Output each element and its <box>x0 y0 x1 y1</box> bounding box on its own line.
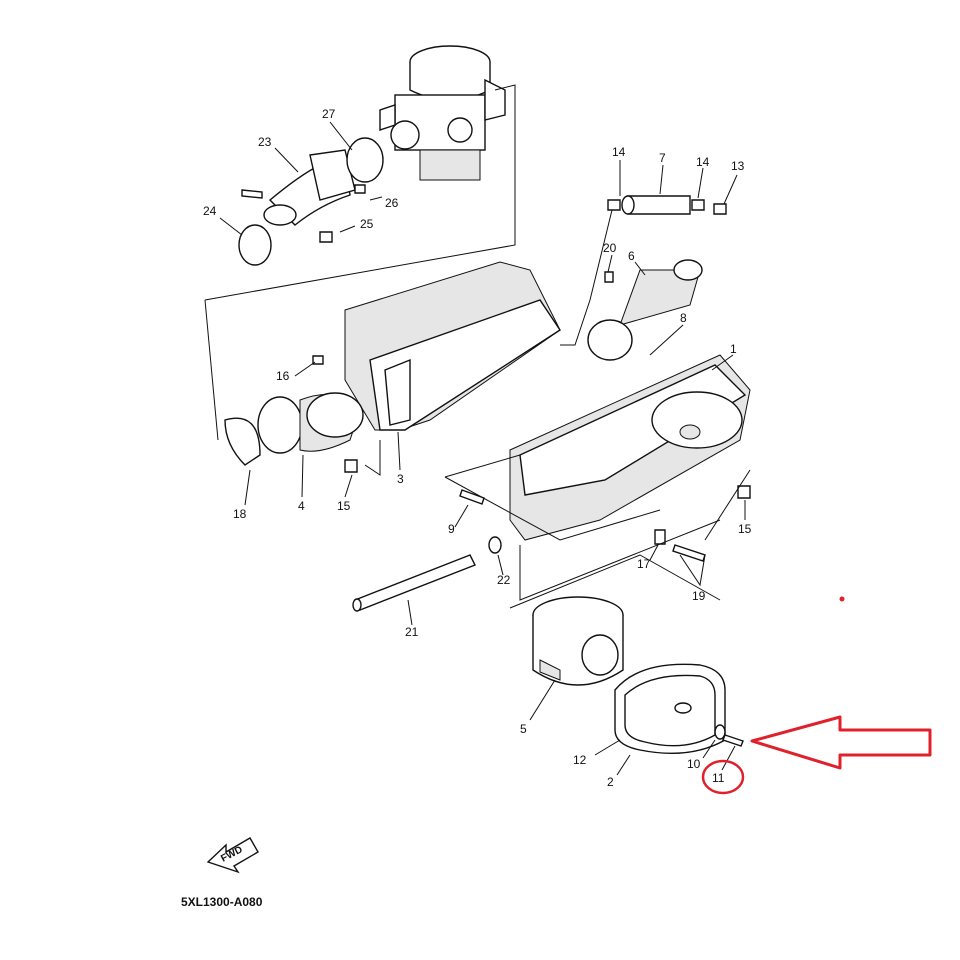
callout-26: 26 <box>385 196 399 210</box>
bolt-20 <box>604 271 614 283</box>
callout-3: 3 <box>397 472 404 486</box>
callout-16: 16 <box>276 369 290 383</box>
callout-23: 23 <box>258 135 272 149</box>
clamp-22 <box>488 536 502 554</box>
callout-21: 21 <box>405 625 419 639</box>
callout-25: 25 <box>360 217 374 231</box>
callout-5: 5 <box>520 722 527 736</box>
bolt-16 <box>312 355 324 365</box>
callout-18: 18 <box>233 507 247 521</box>
clip-14a <box>607 199 621 211</box>
screw-15a <box>344 459 358 473</box>
carburetor <box>379 45 506 181</box>
callout-27: 27 <box>322 107 336 121</box>
filter-element <box>532 596 624 686</box>
washer-10 <box>714 724 726 740</box>
highlight-arrow <box>750 715 932 770</box>
callout-11: 11 <box>712 771 725 785</box>
diagram-code: 5XL1300-A080 <box>181 895 263 909</box>
callout-14a: 14 <box>612 145 626 159</box>
clamp-24 <box>238 224 272 266</box>
callout-22: 22 <box>497 573 511 587</box>
screw-9 <box>459 489 485 505</box>
callout-1: 1 <box>730 342 737 356</box>
screw-15b <box>737 485 751 499</box>
callout-20: 20 <box>603 241 617 255</box>
callout-10: 10 <box>687 757 701 771</box>
clip-13 <box>713 203 727 215</box>
callout-9: 9 <box>448 522 455 536</box>
callout-14b: 14 <box>696 155 710 169</box>
callout-12: 12 <box>573 753 587 767</box>
screw-11 <box>722 734 744 747</box>
filter-cap <box>614 663 726 754</box>
callout-7: 7 <box>659 151 666 165</box>
red-dot <box>839 596 845 602</box>
callout-15b: 15 <box>738 522 752 536</box>
collar-17 <box>654 529 666 545</box>
o-ring-27 <box>346 137 384 183</box>
callout-8: 8 <box>680 311 687 325</box>
callout-4: 4 <box>298 499 305 513</box>
highlight-circle <box>701 759 745 795</box>
frame-left <box>204 299 219 441</box>
intake-joint <box>263 149 356 226</box>
callout-15a: 15 <box>337 499 351 513</box>
callout-6: 6 <box>628 249 635 263</box>
carburetor-frame <box>204 84 516 301</box>
hose-21 <box>354 554 476 611</box>
air-cleaner-cover <box>509 354 751 541</box>
hose-6 <box>587 259 703 361</box>
callout-19: 19 <box>692 589 706 603</box>
screw-clamp <box>241 189 263 199</box>
clip-14b <box>691 199 705 211</box>
bolt-25 <box>319 231 333 243</box>
callout-24: 24 <box>203 204 217 218</box>
air-cleaner-case <box>344 261 561 431</box>
joint-4 <box>257 392 364 454</box>
bolt-26 <box>354 184 366 194</box>
fwd-arrow-icon: FWD <box>206 837 259 874</box>
callout-17: 17 <box>637 557 651 571</box>
clamp-18 <box>224 417 261 466</box>
screw-19 <box>672 544 706 562</box>
callout-2: 2 <box>607 775 614 789</box>
hose-7 <box>621 195 691 215</box>
callout-13: 13 <box>731 159 745 173</box>
